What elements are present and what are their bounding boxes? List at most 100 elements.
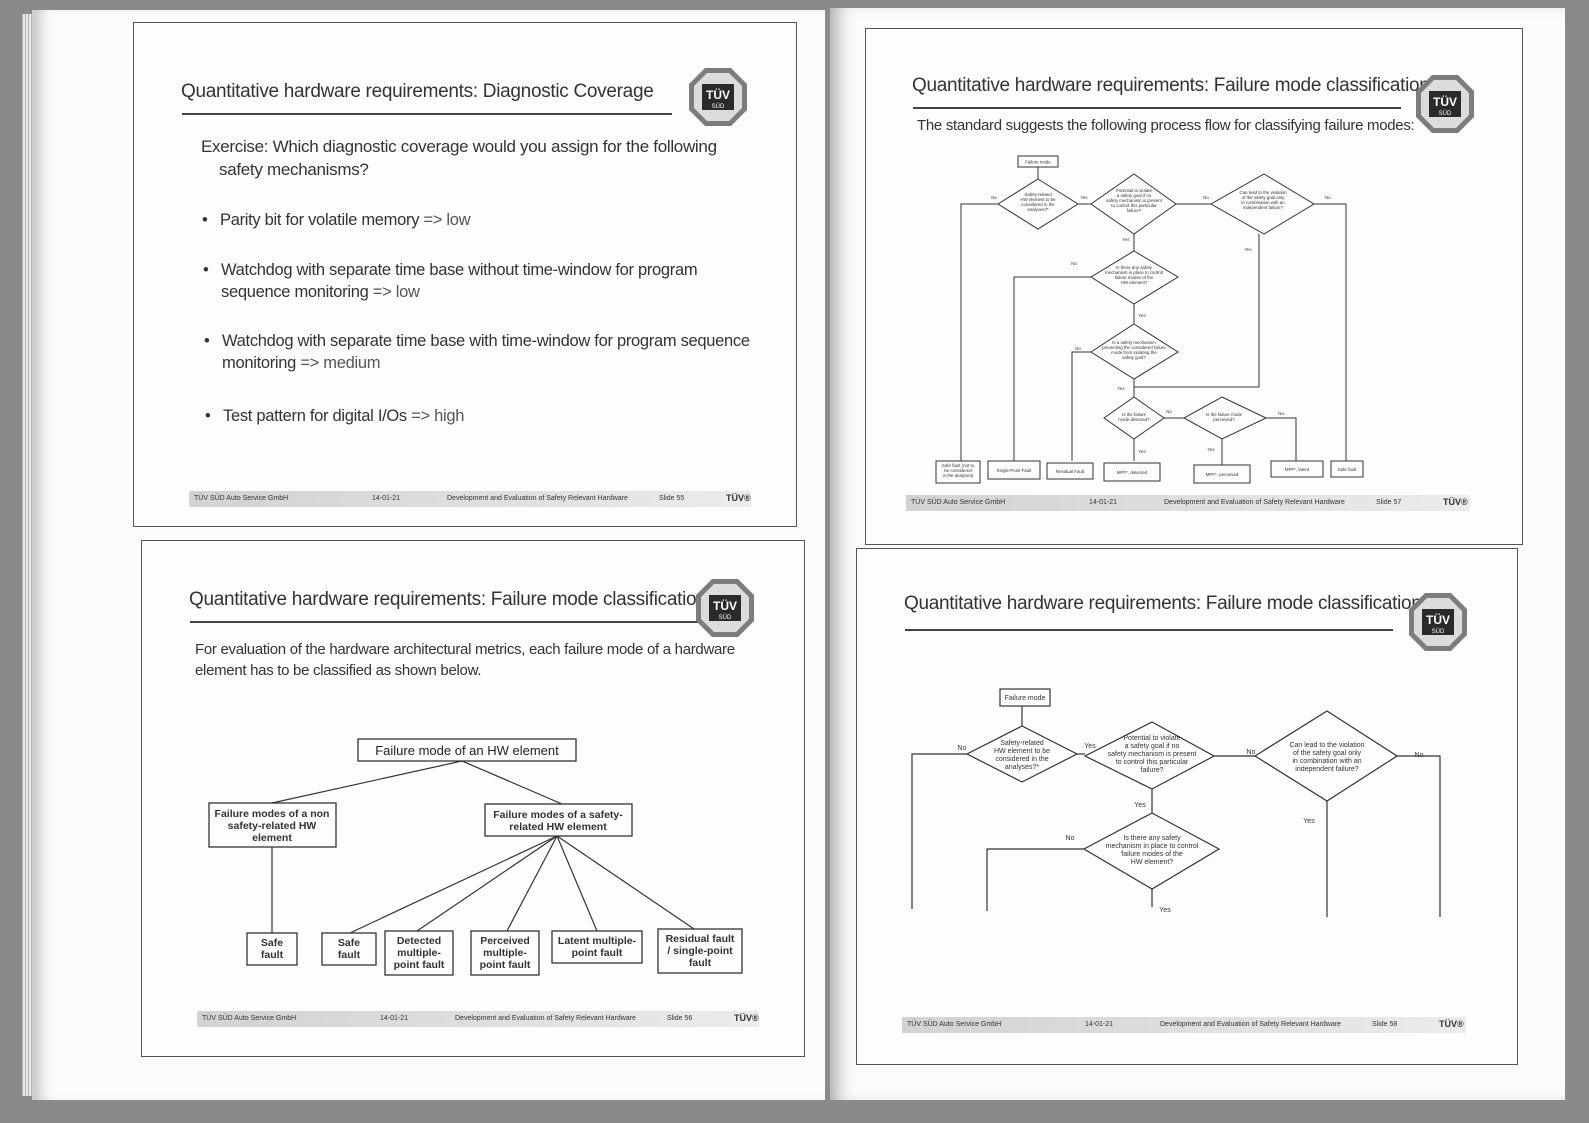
yes-label: Yes — [1122, 237, 1130, 242]
leaf-label: Safe — [338, 937, 360, 949]
d6-text: Is the failure — [1122, 412, 1146, 417]
d3-text: of the safety goal only — [1293, 750, 1362, 757]
footer-slide-number: Slide 58 — [1372, 1021, 1398, 1028]
d4-text: HW element? — [1131, 859, 1174, 866]
d5-text: preventing the considered failure — [1102, 345, 1166, 350]
d4-text: Is there any safety — [1116, 265, 1153, 270]
d1-text: Safety-related — [1000, 740, 1044, 747]
yes-label: Yes — [1138, 313, 1146, 318]
yes-label: Yes — [1159, 907, 1171, 914]
d2-text: failure? — [1141, 767, 1164, 774]
leaf-label: fault — [338, 949, 361, 961]
node-label: Failure modes of a non — [215, 808, 330, 820]
outcome-text: MPF*, perceived — [1206, 472, 1239, 477]
yes-label: Yes — [1080, 195, 1088, 200]
logo-top-text: TÜV — [713, 598, 737, 613]
outcome-text: Residual Fault — [1056, 469, 1085, 474]
question-line: Exercise: Which diagnostic coverage woul… — [201, 137, 717, 156]
slide-footer: TÜV SÜD Auto Service GmbH 14-01-21 Devel… — [902, 1017, 1466, 1033]
d2-text: Potential to violate — [1123, 735, 1180, 742]
logo-top-text: TÜV — [1433, 94, 1457, 109]
d3-text: Can lead to the violation — [1239, 190, 1287, 195]
yes-label: Yes — [1244, 247, 1252, 252]
bullet-answer: => high — [411, 407, 465, 425]
slide-58-title: Quantitative hardware requirements: Fail… — [904, 593, 1422, 614]
tuv-logo-icon: TÜV SÜD — [696, 579, 754, 637]
footer-company: TÜV SÜD Auto Service GmbH — [194, 495, 289, 502]
outcome-text: Safe fault — [1338, 467, 1357, 472]
footer-course: Development and Evaluation of Safety Rel… — [447, 495, 628, 502]
d3-text: of the safety goal only — [1242, 195, 1286, 200]
footer-date: 14-01-21 — [1089, 499, 1118, 506]
footer-brand: TÜV® — [726, 493, 751, 503]
d1-text: considered in the — [1021, 202, 1055, 207]
bullet-text: Test pattern for digital I/Os — [223, 407, 407, 425]
d1-text: analyses?* — [1027, 207, 1049, 212]
logo-top-text: TÜV — [706, 87, 730, 102]
slide-55: Quantitative hardware requirements: Diag… — [133, 22, 797, 527]
logo-top-text: TÜV — [1426, 612, 1450, 627]
d4-text: failure modes of the — [1115, 275, 1154, 280]
d2-text: a safety goal if no — [1125, 743, 1180, 750]
footer-slide-number: Slide 57 — [1376, 499, 1402, 506]
yes-label: Yes — [1207, 447, 1215, 452]
leaf-label: fault — [689, 957, 712, 969]
d3-text: in combination with an — [1241, 200, 1285, 205]
d4-text: mechanism in place to control — [1105, 270, 1163, 275]
yes-label: Yes — [1084, 743, 1096, 750]
outcome-text: Safe fault (not to — [942, 463, 975, 468]
d1-text: HW element to be — [1020, 197, 1056, 202]
d2-text: to control this particular — [1116, 759, 1189, 766]
d5-text: Is a safety mechanism — [1112, 340, 1156, 345]
footer-course: Development and Evaluation of Safety Rel… — [1160, 1021, 1341, 1028]
d2-text: a safety goal if no — [1117, 193, 1152, 198]
d5-text: mode from violating the — [1111, 350, 1157, 355]
bullet-item: Test pattern for digital I/Os => high — [205, 405, 763, 427]
bullet-text: Parity bit for volatile memory — [220, 211, 420, 229]
d1-text: Safety-related — [1024, 192, 1052, 197]
leaf-label: Residual fault — [666, 933, 735, 945]
bullet-answer: => medium — [300, 354, 381, 372]
slide-footer: TÜV SÜD Auto Service GmbH 14-01-21 Devel… — [906, 495, 1470, 511]
root-box-label: Failure mode of an HW element — [375, 743, 559, 758]
yes-label: Yes — [1138, 449, 1146, 454]
node-label: safety-related HW — [228, 820, 317, 832]
d1-text: analyses?* — [1005, 764, 1040, 771]
bullet-answer: => low — [372, 283, 420, 301]
no-label: No — [958, 745, 967, 752]
leaf-label: / single-point — [667, 945, 733, 957]
footer-company: TÜV SÜD Auto Service GmbH — [202, 1015, 297, 1022]
left-page: Quantitative hardware requirements: Diag… — [32, 10, 825, 1100]
leaf-label: Detected — [397, 935, 441, 947]
title-rule — [190, 621, 710, 623]
leaf-label: multiple- — [483, 947, 527, 959]
no-label: No — [1075, 346, 1081, 351]
slide-56-title: Quantitative hardware requirements: Fail… — [189, 589, 707, 610]
bullet-text: sequence monitoring — [221, 283, 369, 301]
tuv-logo-icon: TÜV SÜD — [1409, 593, 1467, 651]
d1-text: HW element to be — [994, 748, 1050, 755]
d3-text: in combination with an — [1292, 758, 1361, 765]
d1-text: considered in the — [995, 756, 1048, 763]
tuv-logo-icon: TÜV SÜD — [1416, 75, 1474, 133]
footer-course: Development and Evaluation of Safety Rel… — [455, 1015, 636, 1022]
leaf-label: point fault — [394, 959, 445, 971]
footer-slide-number: Slide 55 — [659, 495, 685, 502]
title-rule — [913, 107, 1401, 109]
failure-mode-tree: Failure mode of an HW element Failure mo… — [208, 738, 743, 976]
leaf-label: Safe — [261, 937, 283, 949]
footer-brand: TÜV® — [734, 1013, 759, 1023]
yes-label: Yes — [1117, 386, 1125, 391]
d4-text: HW element? — [1121, 280, 1148, 285]
yes-label: Yes — [1134, 802, 1146, 809]
book-page-edges — [22, 14, 32, 1096]
no-label: No — [1247, 749, 1256, 756]
slide-57-title: Quantitative hardware requirements: Fail… — [912, 75, 1430, 96]
bullet-answer: => low — [423, 211, 471, 229]
d3-text: independent failure? — [1295, 766, 1359, 773]
question-line: safety mechanisms? — [219, 160, 369, 179]
outcome-text: MPF*, latent — [1285, 467, 1310, 472]
no-label: No — [1278, 411, 1284, 416]
slide-footer: TÜV SÜD Auto Service GmbH 14-01-21 Devel… — [189, 491, 751, 507]
leaf-label: point fault — [572, 947, 623, 959]
